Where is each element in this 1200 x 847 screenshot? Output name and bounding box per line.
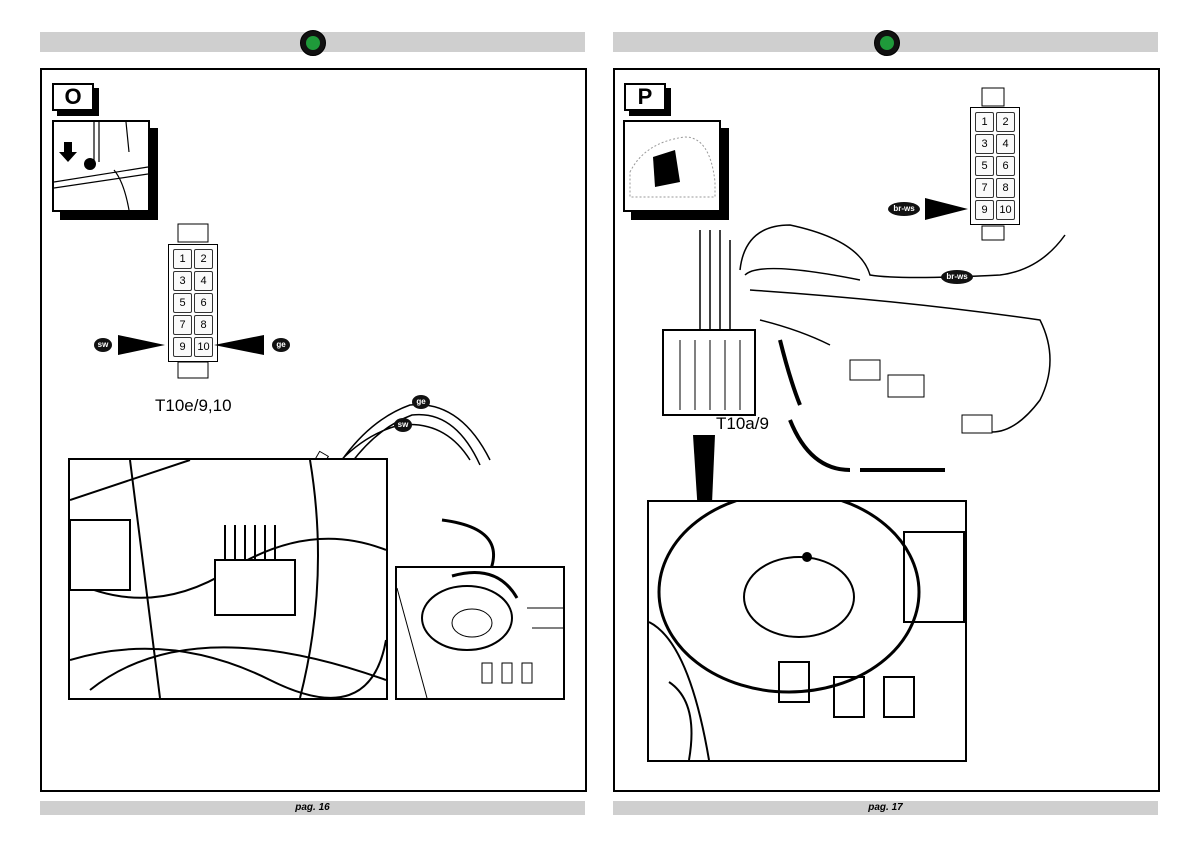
arrow-left-icon xyxy=(214,335,264,355)
down-arrow-icon xyxy=(59,142,77,162)
connector-label: T10a/9 xyxy=(716,414,769,433)
pin: 5 xyxy=(975,156,994,176)
wire-color-badge-br-ws: br-ws xyxy=(888,202,920,216)
step-label: O xyxy=(52,83,94,111)
door-clip-illustration xyxy=(54,122,148,210)
arrow-right-icon xyxy=(925,198,968,220)
pin: 4 xyxy=(996,134,1015,154)
page-number: pag. 16 xyxy=(40,801,585,815)
page-number: pag. 17 xyxy=(613,801,1158,815)
pin: 8 xyxy=(194,315,213,335)
connector-t10a-pinout: 1 2 3 4 5 6 7 8 9 10 xyxy=(970,107,1020,225)
arrow-right-icon xyxy=(118,335,165,355)
skoda-logo-icon xyxy=(874,30,900,56)
skoda-logo-icon xyxy=(300,30,326,56)
pin: 6 xyxy=(996,156,1015,176)
wire-color-badge-br-ws: br-ws xyxy=(941,270,973,284)
steering-wheel-overview-illustration xyxy=(395,566,565,700)
pin: 5 xyxy=(173,293,192,313)
connector-label: T10e/9,10 xyxy=(155,396,232,415)
pin-10: 10 xyxy=(996,200,1015,220)
pin: 6 xyxy=(194,293,213,313)
pin: 7 xyxy=(975,178,994,198)
dashboard-wiring-illustration xyxy=(68,458,388,700)
pin-9: 9 xyxy=(975,200,994,220)
pin: 1 xyxy=(173,249,192,269)
wire-color-badge-sw: sw xyxy=(94,338,112,352)
pin: 7 xyxy=(173,315,192,335)
wire-color-badge-ge: ge xyxy=(412,395,430,409)
pin-10: 10 xyxy=(194,337,213,357)
step-label: P xyxy=(624,83,666,111)
steering-column-illustration xyxy=(647,500,967,762)
car-interior-illustration xyxy=(629,136,716,198)
car-thumbnail xyxy=(623,120,721,212)
pin: 2 xyxy=(996,112,1015,132)
connector-t10e: 1 2 3 4 5 6 7 8 9 10 xyxy=(168,244,218,362)
pin: 8 xyxy=(996,178,1015,198)
door-thumbnail xyxy=(52,120,150,212)
pin: 4 xyxy=(194,271,213,291)
wire-color-badge-ge: ge xyxy=(272,338,290,352)
pin-9: 9 xyxy=(173,337,192,357)
wire-color-badge-sw: sw xyxy=(394,418,412,432)
pin: 2 xyxy=(194,249,213,269)
pin: 3 xyxy=(173,271,192,291)
pin: 3 xyxy=(975,134,994,154)
pin: 1 xyxy=(975,112,994,132)
